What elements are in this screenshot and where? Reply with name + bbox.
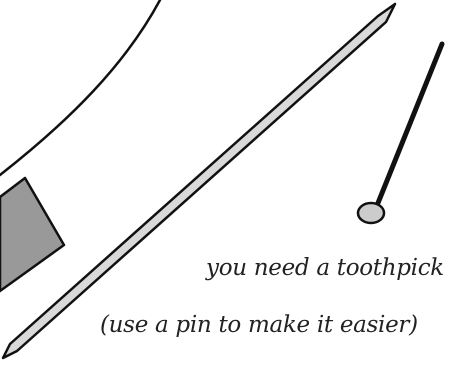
- caption-pin-tip: (use a pin to make it easier): [100, 312, 418, 338]
- toothpick: [3, 4, 395, 358]
- caption-toothpick: you need a toothpick: [206, 255, 444, 281]
- curved-object-outline: [0, 0, 160, 175]
- pin-head: [358, 203, 384, 223]
- pin-shaft: [378, 44, 442, 203]
- gray-tab-shape: [0, 178, 64, 291]
